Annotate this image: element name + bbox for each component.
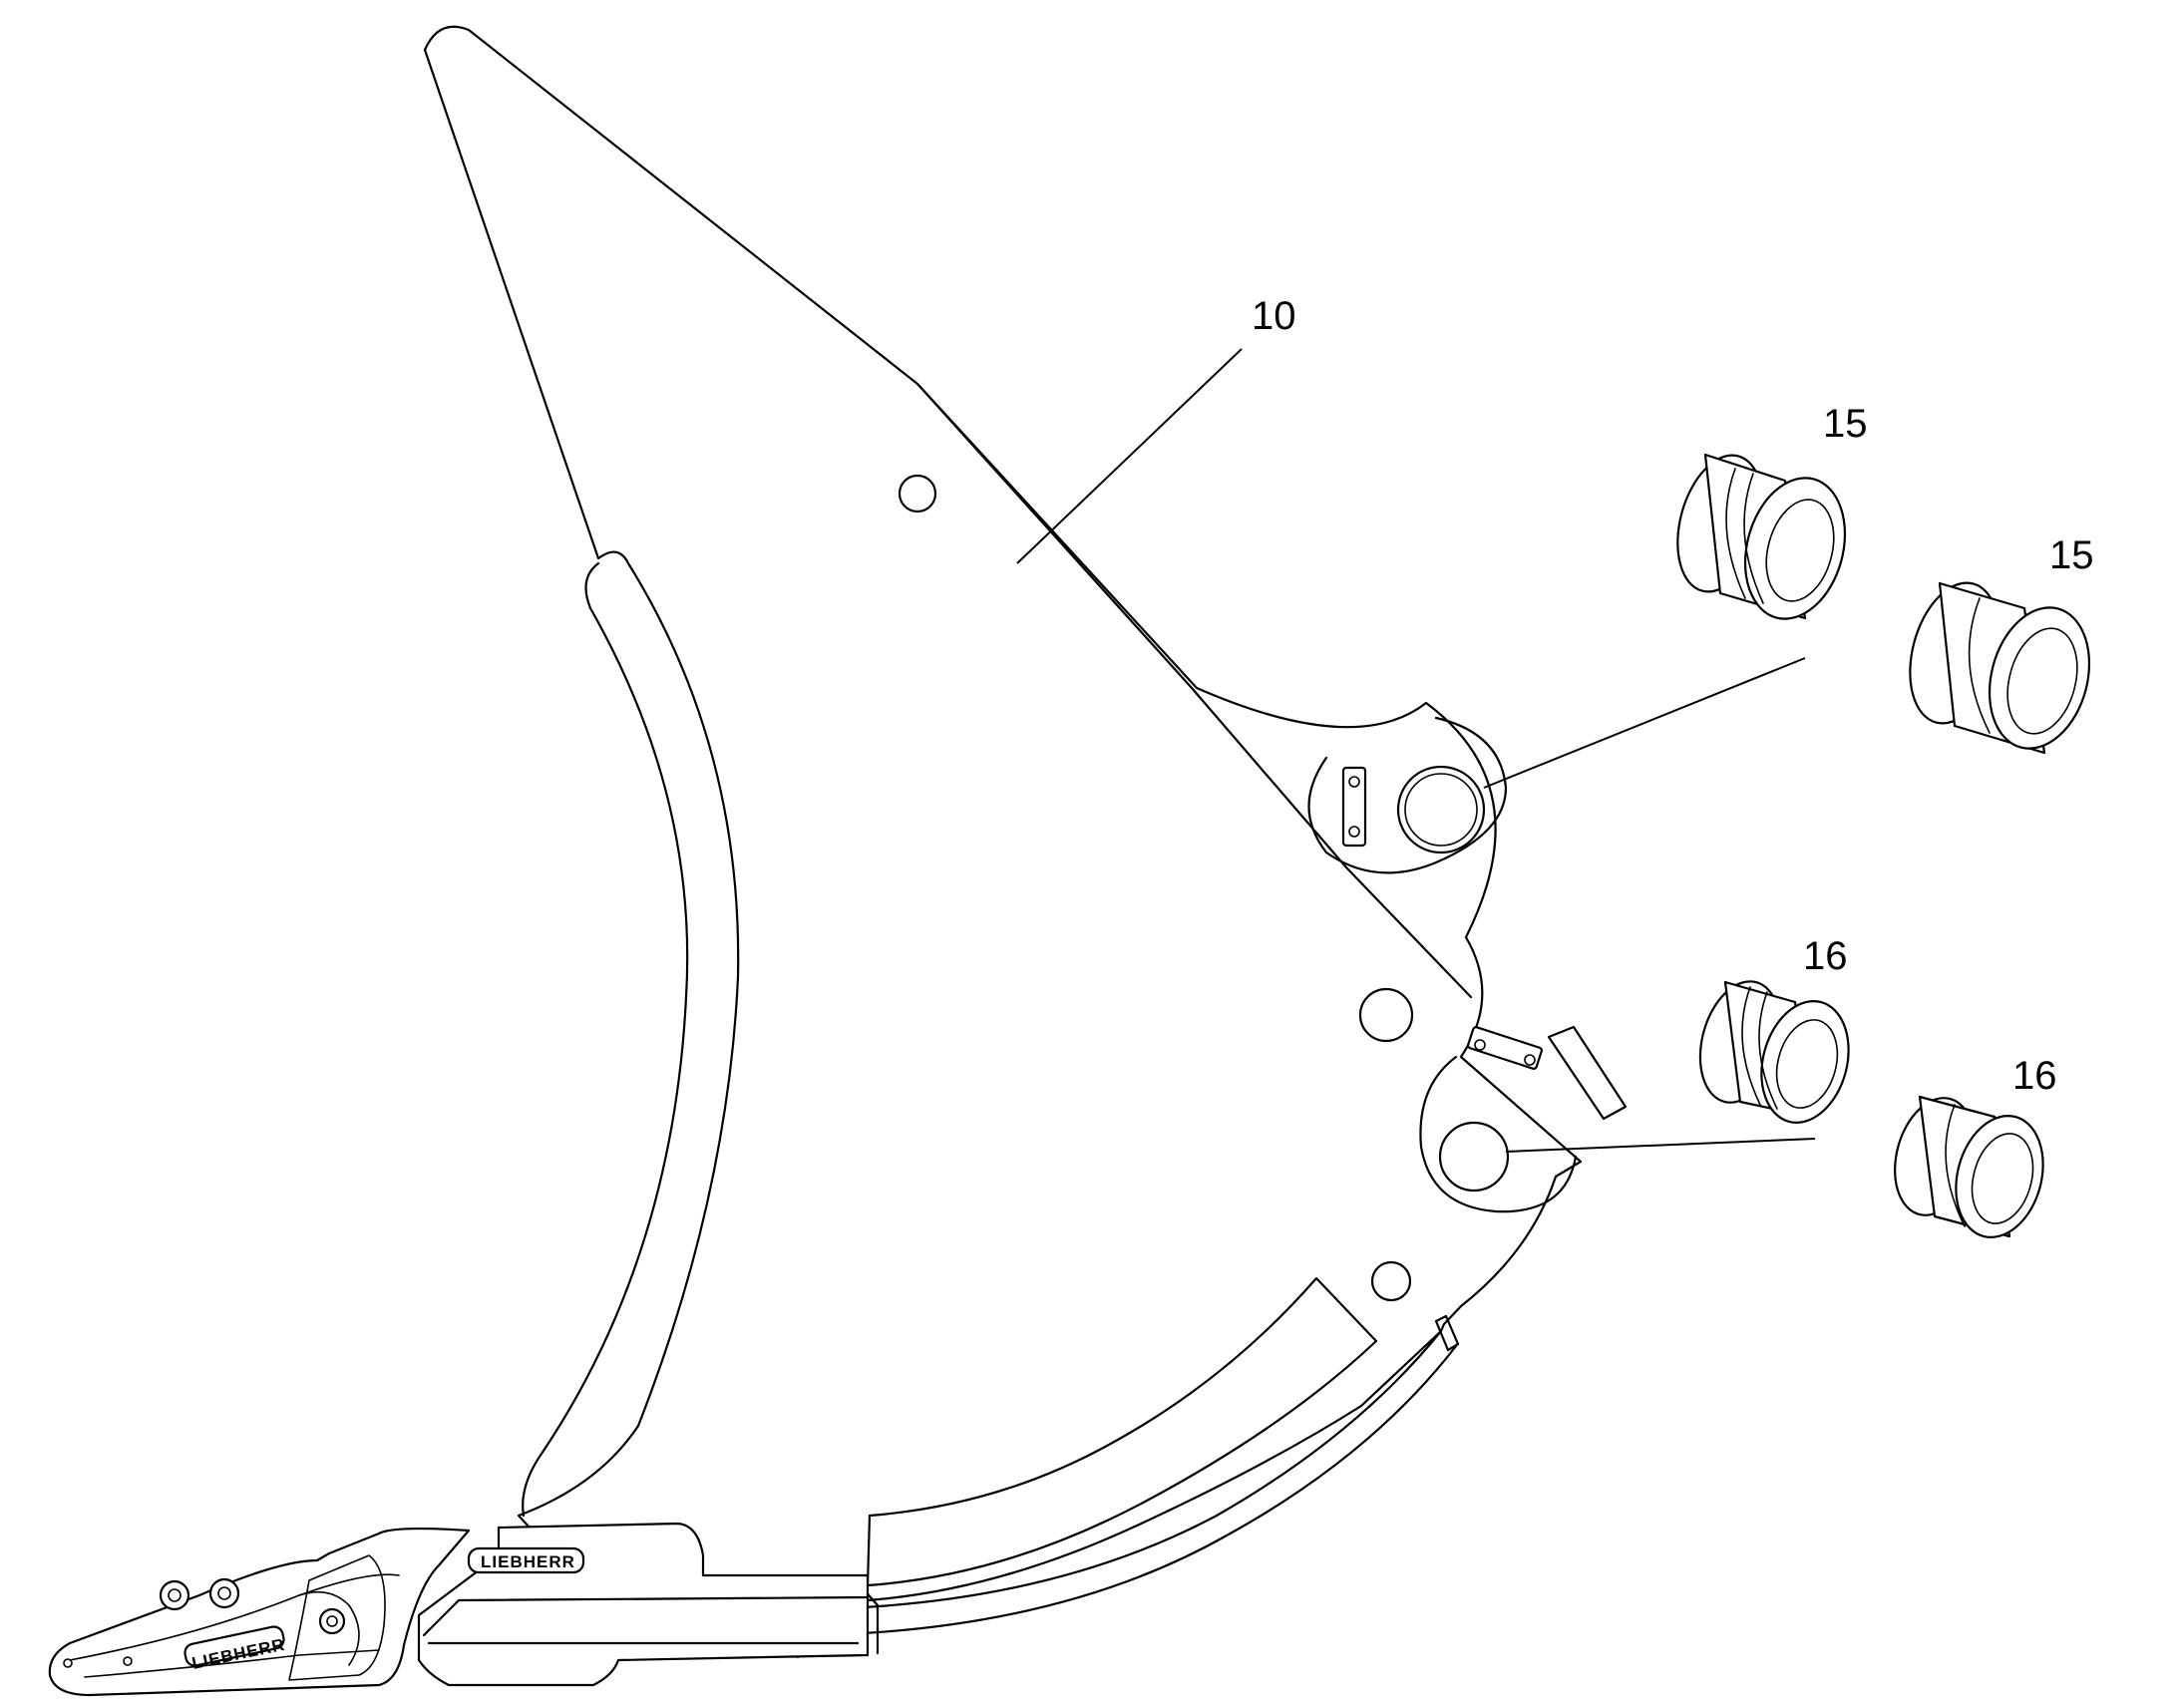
tooth-retention-pin xyxy=(318,1607,346,1635)
tooth-rivet-2 xyxy=(123,1656,133,1666)
leader-15 xyxy=(1483,657,1806,789)
shank-hole-lower xyxy=(1370,1260,1412,1302)
lower-retainer-bolt-left xyxy=(1474,1039,1486,1051)
lower-boss-plate xyxy=(1419,1055,1578,1213)
tooth-lifting-eye-1-hole xyxy=(168,1588,182,1602)
upper-bore xyxy=(1396,765,1486,854)
bushing-16-a-bore xyxy=(1775,1019,1839,1109)
leader-16 xyxy=(1505,1138,1816,1153)
callout-label-16-a: 16 xyxy=(1803,934,1848,978)
tooth-lifting-eye-2-hole xyxy=(217,1586,231,1600)
bushing-15-a xyxy=(1676,453,1847,620)
adapter-brand-label: LIEBHERR xyxy=(481,1552,575,1571)
lower-bore xyxy=(1438,1121,1510,1193)
bushing-16-a-groove-2 xyxy=(1758,991,1778,1110)
upper-boss-plate xyxy=(1307,716,1508,874)
shank-rear-flange-inner xyxy=(522,561,689,1518)
bushing-16-a xyxy=(1698,980,1850,1124)
tooth-tip-ridge-2 xyxy=(84,1649,380,1678)
leader-10 xyxy=(1016,348,1243,564)
lower-stop-block xyxy=(1547,1025,1628,1121)
bushing-16-b-bore xyxy=(1971,1133,2034,1224)
upper-bore-inner xyxy=(1404,773,1478,847)
bushing-16-b-groove xyxy=(1945,1104,1966,1227)
bushing-15-a-groove-2 xyxy=(1743,473,1764,604)
tooth-tip-ridge-1 xyxy=(69,1573,400,1661)
shank-ridge-line xyxy=(915,382,1473,999)
tooth-lifting-eye-2 xyxy=(208,1577,240,1609)
ripper-shank xyxy=(423,25,1628,1659)
lower-retainer-plate xyxy=(1467,1026,1543,1070)
tooth-retention-pin-center xyxy=(326,1615,338,1627)
front-wear-strip-mid xyxy=(862,1344,1458,1635)
bushing-15-b xyxy=(1909,581,2091,755)
bushing-16-b xyxy=(1894,1095,2044,1238)
bushing-16-a-groove-1 xyxy=(1741,986,1761,1106)
tooth-adapter-slot xyxy=(422,1595,870,1637)
tooth-tip-side-panel xyxy=(288,1554,386,1681)
tooth-tip xyxy=(48,1527,471,1697)
tooth-tip-ridge-3 xyxy=(298,1590,360,1666)
tooth-rivet-1 xyxy=(63,1658,73,1668)
bushing-15-b-groove xyxy=(1968,597,1991,734)
tip-brand-plate xyxy=(183,1625,285,1667)
callout-label-16-b: 16 xyxy=(2012,1054,2057,1098)
bushing-16-a-flange xyxy=(1760,1000,1850,1124)
bushing-15-a-bore xyxy=(1765,499,1835,602)
shank-hole-middle xyxy=(1358,987,1414,1043)
tooth-system: LIEBHERR LIEBHERR xyxy=(48,1522,870,1697)
upper-retainer-bolt-bottom xyxy=(1348,826,1360,838)
callout-label-10: 10 xyxy=(1252,294,1296,338)
bushing-15-a-groove-1 xyxy=(1725,468,1746,599)
tooth-lifting-eye-1 xyxy=(159,1579,190,1611)
upper-retainer-plate xyxy=(1341,766,1367,848)
callout-label-15-a: 15 xyxy=(1823,402,1868,446)
shank-outline xyxy=(423,25,1583,1659)
shank-hole-upper xyxy=(898,474,937,513)
adapter-brand-plate xyxy=(467,1546,585,1574)
callout-label-15-b: 15 xyxy=(2049,533,2094,577)
front-wear-strip-outer xyxy=(862,1329,1443,1609)
upper-retainer-bolt-top xyxy=(1348,776,1360,788)
bushing-15-b-bore xyxy=(2006,627,2078,735)
lower-retainer-bolt-right xyxy=(1524,1054,1536,1066)
front-wear-strip-cap xyxy=(1434,1314,1460,1352)
